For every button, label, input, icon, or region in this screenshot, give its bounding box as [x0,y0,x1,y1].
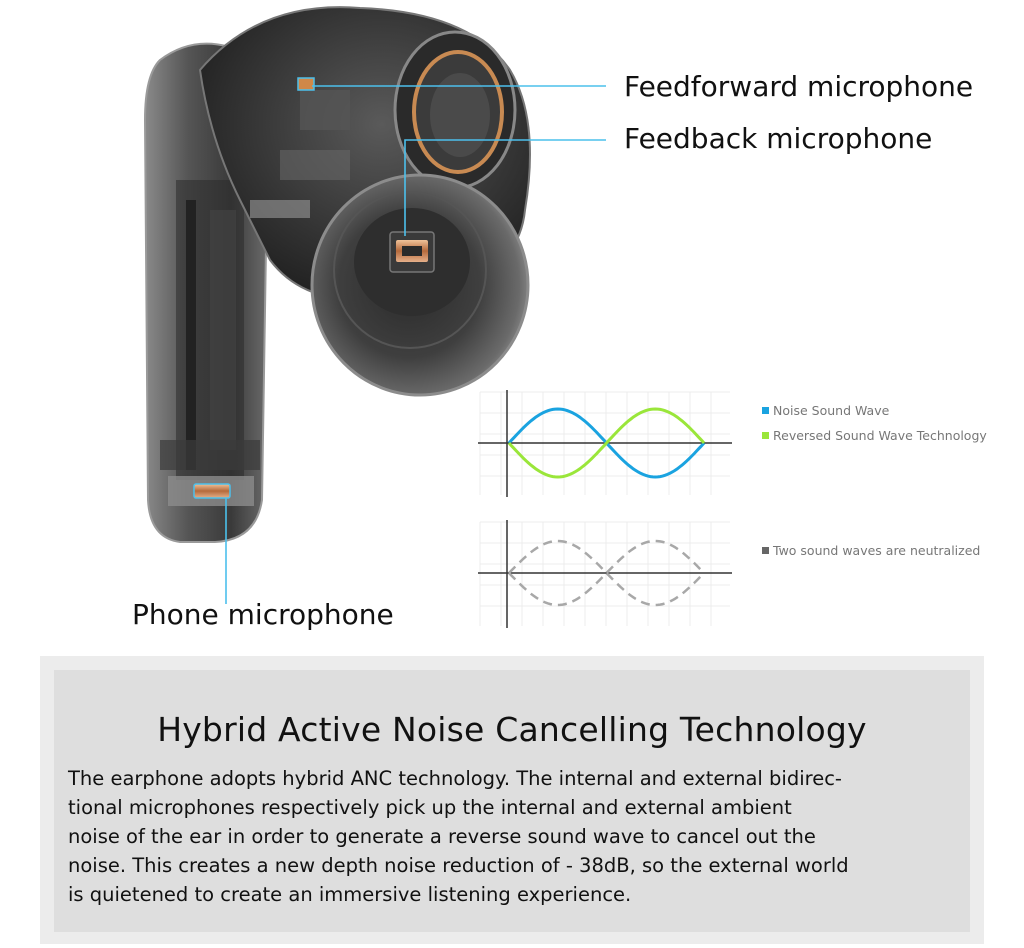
feedforward-microphone-label: Feedforward microphone [624,70,974,103]
reversed-sound-wave [507,407,706,479]
sound-wave-left [0,35,161,275]
legend-reversed-sound-wave: Reversed Sound Wave Technology [762,428,987,443]
legend-swatch-reversed [762,432,769,439]
neutralized-wave-b [508,539,705,607]
legend-neutralized: Two sound waves are neutralized [762,543,980,558]
bottom-wave-diagram [478,520,732,628]
neutralized-wave-a [508,539,705,607]
panel-body-line: tional microphones respectively pick up … [68,796,792,819]
description-panel-inner: Hybrid Active Noise Cancelling Technolog… [54,670,970,932]
legend-swatch-neutral [762,547,769,554]
feedback-microphone-label: Feedback microphone [624,122,933,155]
panel-body-line: noise. This creates a new depth noise re… [68,854,849,877]
sound-wave-right [519,68,1021,252]
panel-body-line: The earphone adopts hybrid ANC technolog… [68,767,842,790]
feedforward-microphone-chip [297,77,315,91]
panel-title: Hybrid Active Noise Cancelling Technolog… [157,710,867,749]
phone-microphone-label: Phone microphone [132,598,394,631]
top-wave-diagram [478,390,732,497]
panel-body-line: is quietened to create an immersive list… [68,883,632,906]
panel-body-line: noise of the ear in order to generate a … [68,825,816,848]
legend-noise-sound-wave: Noise Sound Wave [762,403,889,418]
description-panel: Hybrid Active Noise Cancelling Technolog… [40,656,984,944]
legend-noise-label: Noise Sound Wave [773,403,890,418]
phone-microphone-chip [193,483,231,499]
panel-body: The earphone adopts hybrid ANC technolog… [68,764,968,909]
legend-reversed-label: Reversed Sound Wave Technology [773,428,987,443]
legend-neutralized-label: Two sound waves are neutralized [773,543,981,558]
legend-swatch-noise [762,407,769,414]
feedback-callout-line [404,139,606,236]
